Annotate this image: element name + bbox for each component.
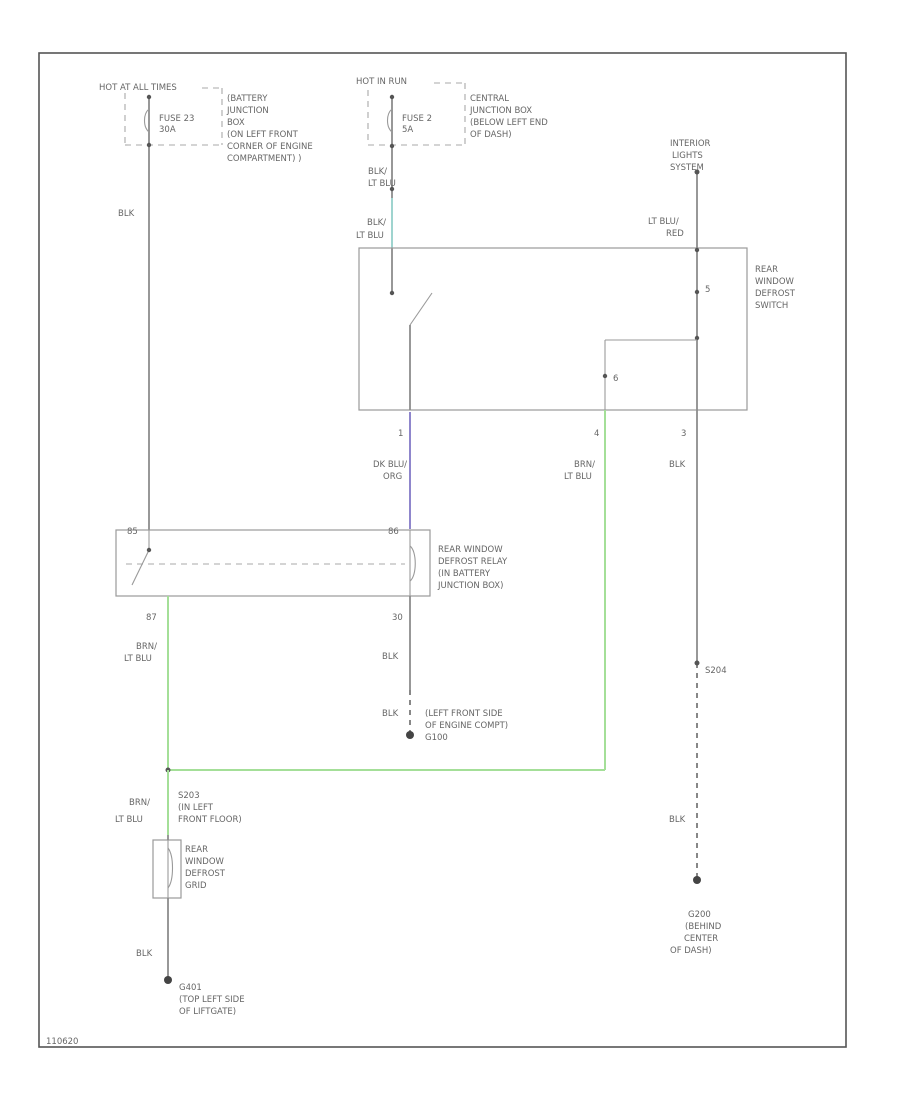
label-blk-ground: BLK [382,709,399,719]
label-fuse-23-amps: 30A [159,125,176,135]
label-lt-blu-red-b: RED [666,229,684,239]
label-dk-blu-org-a: DK BLU/ [373,460,407,470]
label-pin-87: 87 [146,613,157,623]
label-defrost-grid-4: GRID [185,881,207,891]
label-defrost-grid-3: DEFROST [185,869,226,879]
rear-window-defrost-switch-box [358,247,748,411]
label-g200: G200 [688,910,711,920]
page-code: 110620 [46,1037,78,1047]
label-pin-5: 5 [705,285,710,295]
label-pin-1: 1 [398,429,403,439]
label-lt-blu-red-a: LT BLU/ [648,217,679,227]
label-relay-4: JUNCTION BOX) [437,581,503,591]
fuse-23-box [124,87,223,530]
label-central-junction-box: CENTRAL [470,94,509,104]
label-interior-lights: INTERIOR [670,139,711,149]
label-central-junction-box-3: (BELOW LEFT END [470,118,548,128]
label-s203: S203 [178,791,200,801]
label-battery-junction-box-3: BOX [227,118,245,128]
label-brn-lt-blu-f: LT BLU [115,815,143,825]
label-rear-window-switch-4: SWITCH [755,301,788,311]
label-blk-relay: BLK [382,652,399,662]
label-fuse-2-amps: 5A [402,125,413,135]
label-brn-lt-blu-b: LT BLU [564,472,592,482]
label-g200-4: OF DASH) [670,946,712,956]
label-blk-lt-blu-a: BLK/ [368,167,387,177]
label-blk-right: BLK [669,460,686,470]
label-rear-window-switch-2: WINDOW [755,277,795,287]
label-ground-left-front-2: OF ENGINE COMPT) [425,721,508,731]
label-battery-junction-box-5: CORNER OF ENGINE [227,142,313,152]
label-fuse-2: FUSE 2 [402,114,432,124]
label-rear-window-switch: REAR [755,265,778,275]
label-blk-grid: BLK [136,949,153,959]
label-defrost-grid: REAR [185,845,208,855]
label-s204: S204 [705,666,727,676]
label-g200-3: CENTER [684,934,718,944]
label-interior-lights-2: LIGHTS [672,151,703,161]
label-battery-junction-box-2: JUNCTION [226,106,269,116]
label-pin-30: 30 [392,613,403,623]
label-relay-2: DEFROST RELAY [438,557,508,567]
label-pin-86: 86 [388,527,399,537]
label-brn-lt-blu-a: BRN/ [574,460,595,470]
label-s203-3: FRONT FLOOR) [178,815,242,825]
label-brn-lt-blu-e: BRN/ [129,798,150,808]
label-blk-left-top: BLK [118,209,135,219]
label-pin-3: 3 [681,429,686,439]
label-blk-lt-blu-c: BLK/ [367,218,386,228]
label-interior-lights-3: SYSTEM [670,163,704,173]
label-hot-in-run: HOT IN RUN [356,77,407,87]
label-g200-2: (BEHIND [685,922,722,932]
label-hot-at-all-times: HOT AT ALL TIMES [99,83,177,93]
label-battery-junction-box-6: COMPARTMENT) ) [227,154,301,164]
label-ground-left-front-3: G100 [425,733,448,743]
label-brn-lt-blu-c: BRN/ [136,642,157,652]
label-g401: G401 [179,983,202,993]
label-dk-blu-org-b: ORG [383,472,402,482]
label-central-junction-box-4: OF DASH) [470,130,512,140]
label-s203-2: (IN LEFT [178,803,214,813]
label-g401-3: OF LIFTGATE) [179,1007,236,1017]
label-pin-85: 85 [127,527,138,537]
fuse-2-box [367,82,466,250]
label-relay: REAR WINDOW [438,545,503,555]
label-ground-left-front: (LEFT FRONT SIDE [425,709,503,719]
label-blk-lt-blu-d: LT BLU [356,231,384,241]
diagram-frame [38,52,847,1048]
label-relay-3: (IN BATTERY [438,569,491,579]
label-pin-6: 6 [613,374,618,384]
label-defrost-grid-2: WINDOW [185,857,225,867]
label-brn-lt-blu-d: LT BLU [124,654,152,664]
label-blk-s204: BLK [669,815,686,825]
label-pin-4: 4 [594,429,599,439]
label-battery-junction-box-4: (ON LEFT FRONT [227,130,299,140]
rear-window-defrost-relay-box [115,529,431,597]
label-central-junction-box-2: JUNCTION BOX [469,106,532,116]
label-fuse-23: FUSE 23 [159,114,194,124]
label-blk-lt-blu-b: LT BLU [368,179,396,189]
label-rear-window-switch-3: DEFROST [755,289,796,299]
rear-window-defrost-grid-box [152,839,182,899]
label-battery-junction-box: (BATTERY [227,94,268,104]
label-g401-2: (TOP LEFT SIDE [179,995,245,1005]
